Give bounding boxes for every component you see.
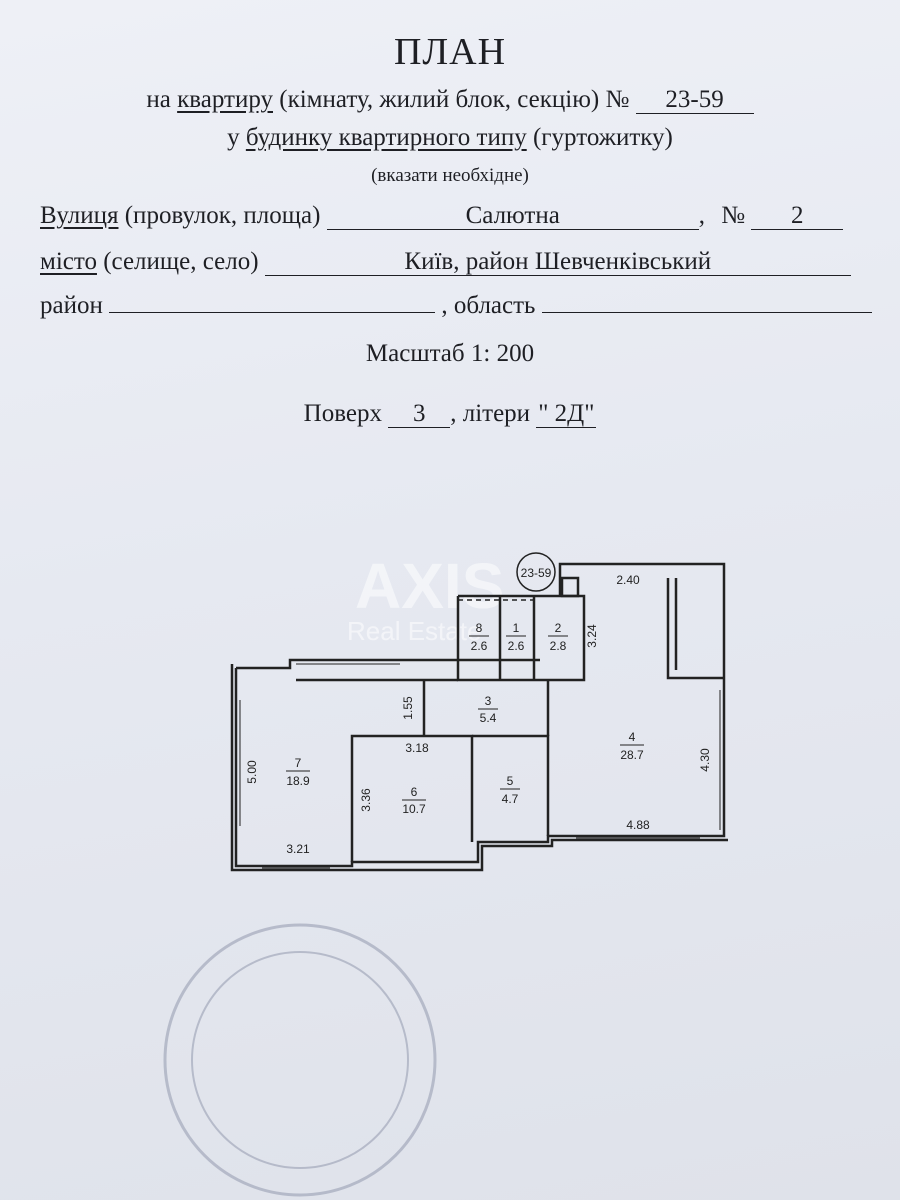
room-number: 5 bbox=[507, 774, 514, 788]
plan-walls bbox=[230, 562, 728, 872]
district-value bbox=[109, 312, 436, 313]
region-label: , область bbox=[441, 292, 536, 319]
region-value bbox=[541, 312, 872, 313]
plan-dashed-lines bbox=[458, 599, 549, 736]
hint-text: (вказати необхідне) bbox=[371, 165, 529, 186]
floor-line: Поверх 3, літери " 2Д" bbox=[0, 400, 900, 429]
floor-value: 3 bbox=[388, 400, 451, 429]
street-label-rest: (провулок, площа) bbox=[124, 202, 321, 229]
dimension-label: 3.24 bbox=[585, 624, 599, 648]
city-value: Київ, район Шевченківський bbox=[264, 248, 851, 277]
line2-object: будинку квартирного типу bbox=[245, 124, 527, 151]
plan-windows bbox=[239, 663, 721, 869]
watermark-subtitle: Real Estate bbox=[347, 616, 481, 646]
house-no-label: № bbox=[721, 202, 746, 229]
room-number: 6 bbox=[411, 785, 418, 799]
room-3: 3 5.4 bbox=[478, 694, 498, 725]
dimension-label: 1.55 bbox=[401, 696, 415, 720]
room-area: 2.6 bbox=[471, 639, 488, 653]
line1-prefix: на bbox=[146, 86, 171, 113]
house-no-value: 2 bbox=[751, 202, 844, 231]
line2-prefix: у bbox=[227, 124, 240, 151]
line2-rest: (гуртожитку) bbox=[532, 124, 673, 151]
city-label-rest: (селище, село) bbox=[103, 248, 259, 275]
city-label: місто bbox=[40, 248, 97, 275]
letters-value: " 2Д" bbox=[536, 400, 597, 429]
dimension-label: 3.36 bbox=[359, 788, 373, 812]
dimension-label: 5.00 bbox=[245, 760, 259, 784]
apartment-tag: 23-59 bbox=[521, 566, 552, 580]
room-7: 7 18.9 bbox=[286, 756, 310, 788]
district-label: район bbox=[40, 292, 103, 319]
room-area: 18.9 bbox=[286, 774, 310, 788]
room-2: 2 2.8 bbox=[548, 621, 568, 653]
apartment-number: 23-59 bbox=[635, 86, 754, 115]
room-area: 10.7 bbox=[402, 802, 426, 816]
room-area: 4.7 bbox=[502, 792, 519, 806]
room-5: 5 4.7 bbox=[500, 774, 520, 806]
street-value: Салютна bbox=[326, 202, 699, 231]
floor-label: Поверх bbox=[303, 400, 382, 427]
room-1: 1 2.6 bbox=[506, 621, 526, 653]
apartment-tag-circle bbox=[516, 552, 556, 592]
room-area: 2.6 bbox=[508, 639, 525, 653]
dimension-label: 3.21 bbox=[286, 842, 310, 856]
stamp-seal bbox=[163, 923, 437, 1197]
line1-rest: (кімнату, жилий блок, секцію) № bbox=[279, 86, 630, 113]
room-number: 7 bbox=[295, 756, 302, 770]
room-8: 8 2.6 bbox=[469, 621, 489, 653]
dimension-label: 2.40 bbox=[616, 573, 640, 587]
room-number: 8 bbox=[476, 621, 483, 635]
district-row: район , область bbox=[40, 292, 872, 320]
dimension-label: 3.18 bbox=[405, 741, 429, 755]
house-separator: , bbox=[698, 202, 705, 229]
building-line: у будинку квартирного типу (гуртожитку) bbox=[0, 124, 900, 152]
room-area: 2.8 bbox=[550, 639, 567, 653]
page-title: ПЛАН bbox=[393, 31, 507, 73]
room-number: 2 bbox=[555, 621, 562, 635]
letters-label: , літери bbox=[450, 400, 531, 427]
room-area: 5.4 bbox=[480, 711, 497, 725]
dimension-label: 4.88 bbox=[626, 818, 650, 832]
room-number: 3 bbox=[485, 694, 492, 708]
street-label: Вулиця bbox=[40, 202, 119, 229]
room-number: 4 bbox=[629, 730, 636, 744]
city-row: місто (селище, село) Київ, район Шевченк… bbox=[40, 248, 851, 277]
apartment-line: на квартиру (кімнату, жилий блок, секцію… bbox=[0, 86, 900, 115]
watermark-logo: AXIS bbox=[355, 550, 504, 622]
line1-object: квартиру bbox=[177, 86, 273, 113]
scale-text: Масштаб 1: 200 bbox=[365, 340, 535, 367]
room-area: 28.7 bbox=[620, 748, 644, 762]
room-4: 4 28.7 bbox=[620, 730, 644, 762]
room-number: 1 bbox=[513, 621, 520, 635]
street-row: Вулиця (провулок, площа) Салютна, № 2 bbox=[40, 202, 844, 231]
room-6: 6 10.7 bbox=[402, 785, 426, 816]
dimension-label: 4.30 bbox=[698, 748, 712, 772]
